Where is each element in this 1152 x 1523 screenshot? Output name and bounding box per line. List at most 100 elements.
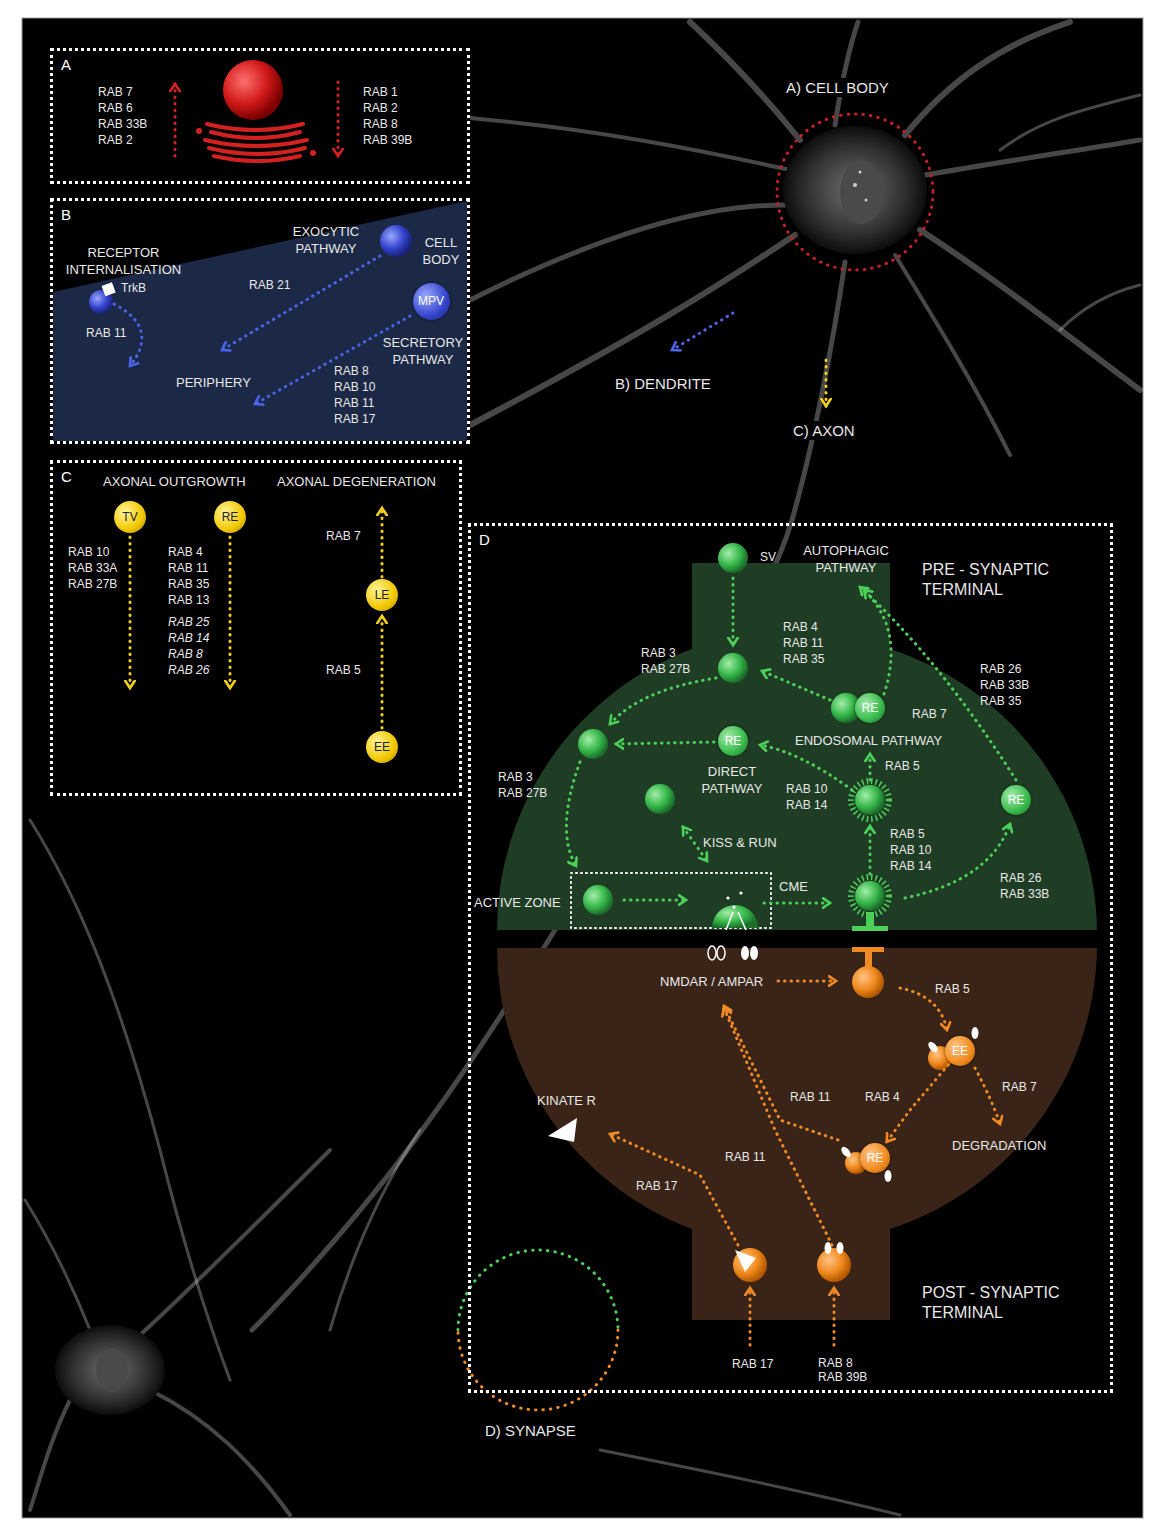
arrow <box>381 508 384 577</box>
dendrite <box>470 235 795 425</box>
vesicle <box>310 150 316 156</box>
stalk <box>852 926 888 931</box>
text-label: KISS & RUN <box>703 834 777 851</box>
text-label: RAB 35 <box>168 577 209 591</box>
stalk <box>865 951 872 967</box>
arrow <box>610 678 716 724</box>
background <box>22 18 1143 1518</box>
vesicle <box>718 653 748 683</box>
organelle-name: RE <box>1008 793 1025 807</box>
panel-letter: D <box>479 531 490 549</box>
text-label: RAB 25 <box>168 615 209 629</box>
vesicle <box>718 543 748 573</box>
arrow <box>566 762 580 866</box>
dendrite <box>150 1390 290 1515</box>
text-label: RAB 33B <box>1000 887 1049 901</box>
text-label: RAB 7 <box>1002 1080 1037 1094</box>
connector-arrow <box>381 616 384 728</box>
text-label: CME <box>779 878 808 895</box>
dot <box>865 199 868 202</box>
golgi-cisterna <box>207 124 303 130</box>
text-label: RECEPTOR INTERNALISATION <box>56 244 191 278</box>
text-label: RAB 39B <box>818 1370 867 1384</box>
text-label: KINATE R <box>537 1092 596 1109</box>
dendrite <box>30 820 230 1380</box>
text-label: RAB 17 <box>334 412 375 426</box>
vesicle <box>645 784 675 814</box>
dendrite <box>470 118 790 170</box>
text-label: RAB 13 <box>168 593 209 607</box>
text-label: RAB 3 <box>641 646 676 660</box>
text-label: RAB 7 <box>98 85 133 99</box>
stalk <box>852 947 884 952</box>
arrow <box>174 84 177 156</box>
arrow <box>864 590 891 694</box>
vesicle <box>817 1248 851 1282</box>
edge-label: RAB 4 <box>865 1090 900 1104</box>
release-lines <box>726 912 746 930</box>
receptor-symbol <box>548 1118 577 1142</box>
axon <box>252 262 845 1330</box>
vesicle <box>89 290 113 314</box>
organelle-name: RE <box>862 701 879 715</box>
vesicle <box>578 729 608 759</box>
arrow <box>869 754 872 780</box>
panel-box: BMPV <box>50 198 470 444</box>
vesicle <box>196 128 202 134</box>
text-label: AUTOPHAGIC PATHWAY <box>796 542 896 576</box>
organelle-name: EE <box>374 740 390 754</box>
dendrite <box>895 255 1010 455</box>
arrow <box>869 826 872 874</box>
organelle-circle: EE <box>945 1036 975 1066</box>
dot <box>732 905 735 908</box>
nucleus-sphere <box>223 60 283 120</box>
nucleus <box>840 160 884 224</box>
organelle-name: LE <box>375 588 390 602</box>
text-label: RAB 35 <box>980 694 1021 708</box>
shaded-band <box>53 201 467 441</box>
dendrite <box>920 230 1140 390</box>
arrow <box>833 1288 836 1345</box>
text-label: RAB 10 <box>786 782 827 796</box>
organelle-circle: MPV <box>413 283 450 320</box>
organelle-name: MPV <box>418 294 444 308</box>
organelle-circle: RE <box>214 501 246 533</box>
text-label: RAB 14 <box>786 798 827 812</box>
text-label: RAB 8 <box>363 117 398 131</box>
dot <box>739 891 742 894</box>
text-label: RAB 27B <box>498 786 547 800</box>
endocytic-vesicle <box>852 966 884 998</box>
text-label: DIRECT PATHWAY <box>692 763 772 797</box>
arrow <box>337 82 340 156</box>
text-label: RAB 11 <box>783 636 823 650</box>
text-label: RAB 8 <box>334 364 369 378</box>
text-label: RAB 17 <box>636 1179 677 1193</box>
text-label: RAB 1 <box>363 85 398 99</box>
text-label: PERIPHERY <box>176 374 251 391</box>
text-label: RAB 14 <box>168 631 209 645</box>
arrow <box>624 899 686 902</box>
arrow <box>129 537 132 688</box>
text-label: RAB 26 <box>1000 871 1041 885</box>
text-label: RAB 3 <box>498 770 533 784</box>
text-label: CELL BODY <box>415 234 467 268</box>
organelle-circle: RE <box>855 693 885 723</box>
text-label: DEGRADATION <box>952 1137 1046 1154</box>
text-label: RAB 2 <box>98 133 133 147</box>
receptor-symbol <box>972 1027 979 1039</box>
panel-ground <box>50 48 470 184</box>
organelle-circle: EE <box>366 731 398 763</box>
text-label: RAB 33B <box>980 678 1029 692</box>
receptor-symbol <box>741 946 749 960</box>
organelle-name: RE <box>725 734 742 748</box>
text-label: RAB 5 <box>885 759 920 773</box>
text-label: RAB 4 <box>783 620 818 634</box>
text-label: A) CELL BODY <box>783 78 892 97</box>
text-label: RAB 21 <box>249 278 290 292</box>
text-label: RAB 11 <box>725 1150 765 1164</box>
coated-vesicle <box>851 781 889 819</box>
nucleus <box>96 1348 128 1392</box>
text-label: RAB 5 <box>935 982 970 996</box>
text-label: RAB 26 <box>980 662 1021 676</box>
text-label: B) DENDRITE <box>612 374 714 393</box>
